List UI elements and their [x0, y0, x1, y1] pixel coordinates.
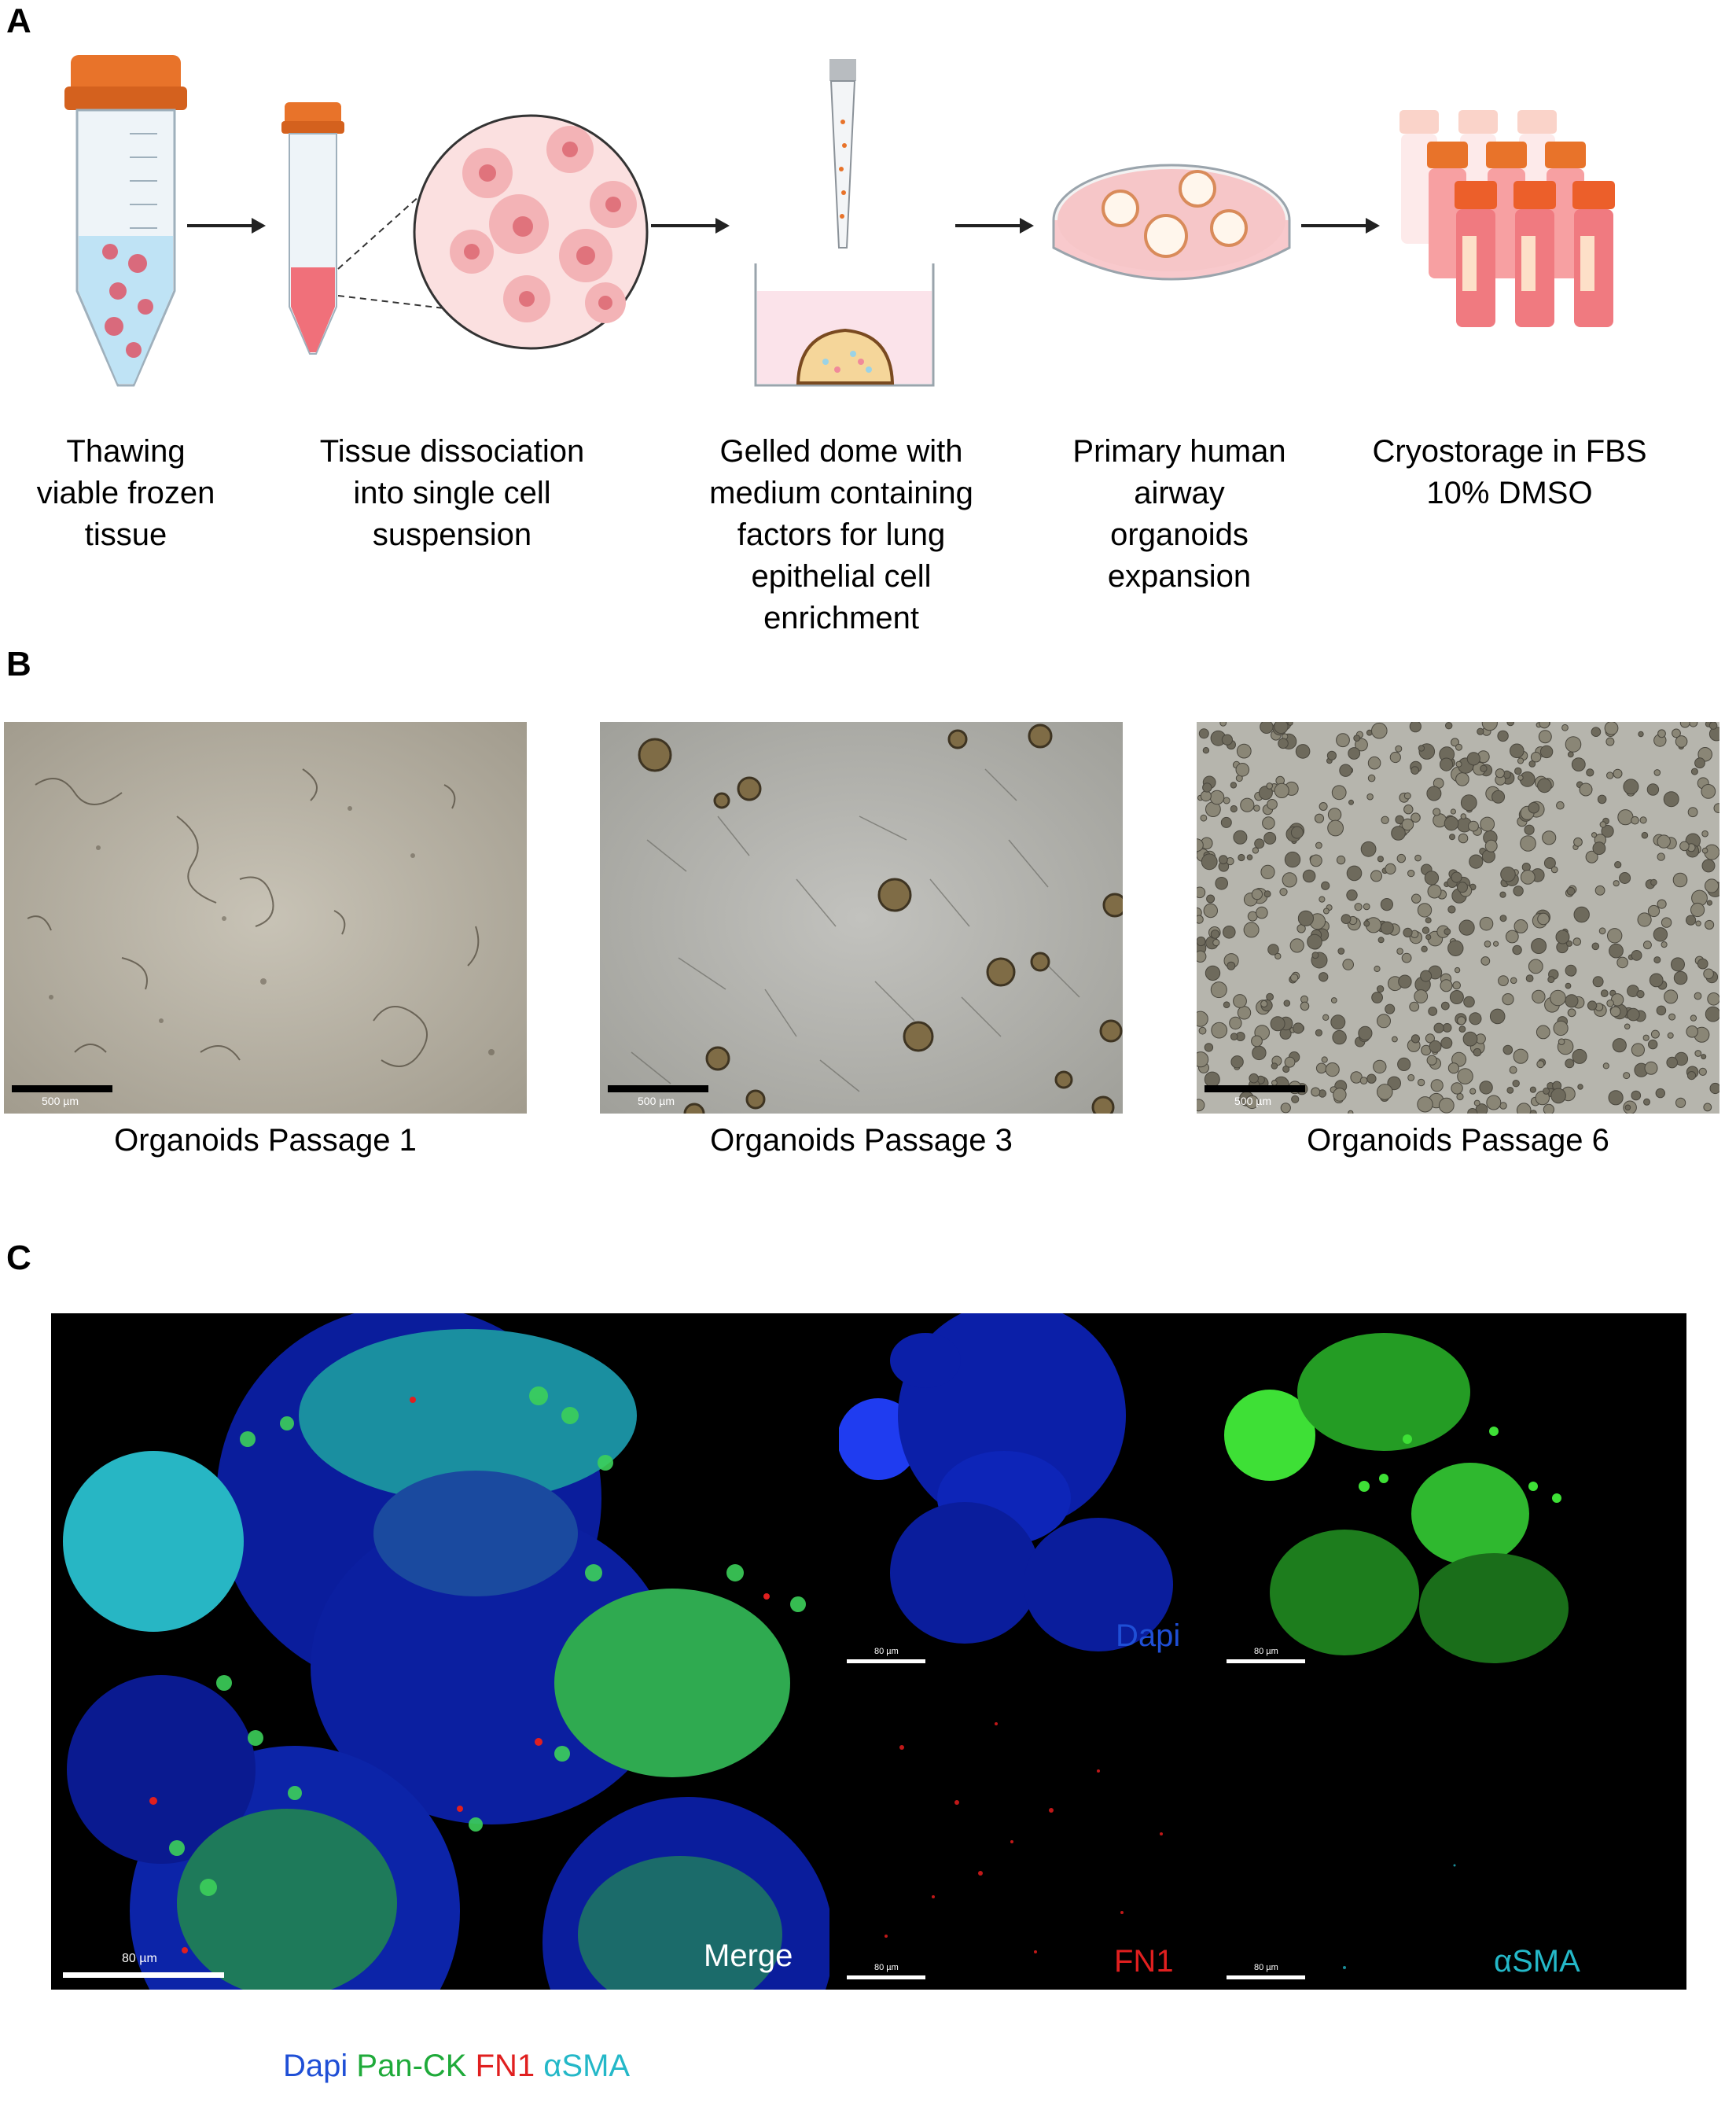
legend-dapi: Dapi: [283, 2049, 348, 2083]
merge-label: Merge: [704, 1938, 793, 1973]
panel-a-letter: A: [6, 2, 31, 40]
gelled-dome-illustration: [754, 59, 935, 387]
merge-scale-bar: [63, 1972, 224, 1978]
step-1-line-2: viable frozen: [36, 476, 215, 510]
legend-fn1: FN1: [475, 2049, 535, 2083]
brightfield-image-passage-1: 500 µm: [4, 722, 527, 1114]
fluorescence-figure: 80 µm Merge 80 µm Dapi: [51, 1313, 1686, 1990]
step-3-line-3: factors for lung: [737, 517, 946, 552]
fn1-label: FN1: [1114, 1944, 1174, 1979]
fn1-channel-image: 80 µm FN1: [839, 1677, 1215, 1990]
panel-c-letter: C: [6, 1239, 31, 1277]
scale-label-p3: 500 µm: [638, 1095, 675, 1107]
merge-image: 80 µm Merge: [51, 1313, 829, 1990]
legend-asma: αSMA: [543, 2049, 631, 2083]
step-2-line-1: Tissue dissociation: [319, 434, 585, 469]
step-label-expansion: Primary human airway organoids expansion: [1046, 431, 1313, 598]
step-3-line-5: enrichment: [763, 601, 919, 635]
step-4-line-3: organoids: [1110, 517, 1249, 552]
scale-label-p6: 500 µm: [1234, 1095, 1271, 1107]
step-4-line-2: airway: [1134, 476, 1225, 510]
panck-channel-image: 80 µm: [1219, 1313, 1594, 1671]
step-5-line-2: 10% DMSO: [1426, 476, 1593, 510]
panel-b-letter: B: [6, 645, 31, 683]
step-label-gelled-dome: Gelled dome with medium containing facto…: [692, 431, 991, 639]
step-3-line-2: medium containing: [709, 476, 973, 510]
asma-scale-bar: [1227, 1975, 1305, 1979]
caption-passage-1: Organoids Passage 1: [114, 1123, 417, 1158]
step-1-line-1: Thawing: [66, 434, 186, 469]
dapi-scale-bar: [847, 1659, 925, 1663]
panck-scale-bar: [1227, 1659, 1305, 1663]
step-3-line-1: Gelled dome with: [719, 434, 963, 469]
brightfield-image-passage-3: 500 µm: [600, 722, 1123, 1114]
asma-label: αSMA: [1494, 1944, 1580, 1979]
asma-scale-label: 80 µm: [1254, 1963, 1278, 1972]
step-4-line-4: expansion: [1107, 559, 1252, 594]
step-4-line-1: Primary human: [1072, 434, 1286, 469]
caption-passage-3: Organoids Passage 3: [710, 1123, 1013, 1158]
arrow-1-icon: [187, 218, 266, 234]
scale-label-p1: 500 µm: [42, 1095, 79, 1107]
brightfield-image-passage-6: 500 µm: [1197, 722, 1719, 1114]
dapi-label: Dapi: [1116, 1618, 1181, 1653]
step-label-cryostorage: Cryostorage in FBS 10% DMSO: [1352, 431, 1667, 514]
dissociation-illustration: [281, 102, 649, 355]
step-label-dissociation: Tissue dissociation into single cell sus…: [291, 431, 613, 556]
merge-scale-label: 80 µm: [122, 1952, 157, 1965]
fn1-scale-bar: [847, 1975, 925, 1979]
stain-legend: Dapi Pan-CK FN1 αSMA: [283, 2049, 630, 2084]
arrow-4-icon: [1301, 218, 1380, 234]
dapi-channel-image: 80 µm Dapi: [839, 1313, 1215, 1671]
petri-dish-illustration: [1052, 164, 1291, 281]
step-2-line-2: into single cell: [353, 476, 551, 510]
dapi-scale-label: 80 µm: [874, 1647, 899, 1656]
step-1-line-3: tissue: [84, 517, 167, 552]
panck-scale-label: 80 µm: [1254, 1647, 1278, 1656]
step-5-line-1: Cryostorage in FBS: [1372, 434, 1647, 469]
arrow-3-icon: [955, 218, 1034, 234]
arrow-2-icon: [651, 218, 730, 234]
cryovials-illustration: [1399, 110, 1615, 327]
step-2-line-3: suspension: [372, 517, 532, 552]
step-3-line-4: epithelial cell: [751, 559, 932, 594]
large-tube-illustration: [64, 55, 187, 387]
step-label-thawing: Thawing viable frozen tissue: [24, 431, 228, 556]
legend-panck: Pan-CK: [356, 2049, 467, 2083]
fn1-scale-label: 80 µm: [874, 1963, 899, 1972]
caption-passage-6: Organoids Passage 6: [1307, 1123, 1609, 1158]
asma-channel-image: 80 µm αSMA: [1219, 1677, 1594, 1990]
